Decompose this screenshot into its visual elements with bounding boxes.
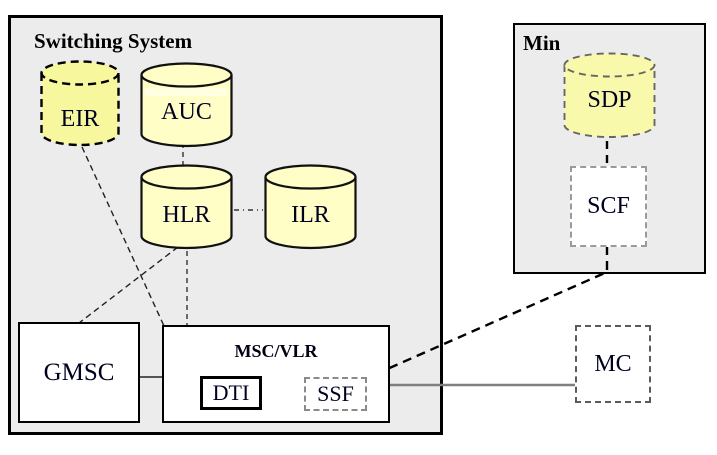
- switching-system-title: Switching System: [34, 29, 193, 53]
- database-cylinder-icon: [264, 164, 357, 250]
- eir-label: EIR: [60, 106, 100, 132]
- ssf-node: SSF: [304, 377, 367, 411]
- sdp-label: SDP: [587, 87, 632, 113]
- auc-label: AUC: [161, 99, 212, 125]
- scf-node: SCF: [570, 166, 647, 247]
- min-region-title: Min: [523, 31, 561, 55]
- gmsc-node: GMSC: [18, 322, 140, 423]
- database-cylinder-icon: [140, 164, 233, 250]
- sdp-node: SDP: [563, 52, 656, 140]
- ilr-label: ILR: [291, 202, 330, 228]
- mc-label: MC: [594, 350, 632, 377]
- scf-label: SCF: [587, 193, 630, 219]
- ssf-label: SSF: [317, 381, 354, 406]
- dti-label: DTI: [212, 380, 250, 405]
- hlr-label: HLR: [162, 202, 211, 228]
- hlr-node: HLR: [140, 164, 233, 251]
- connection-hlr-gmsc: [78, 246, 179, 324]
- gmsc-label: GMSC: [43, 358, 115, 386]
- ilr-node: ILR: [264, 164, 357, 251]
- mc-node: MC: [575, 325, 651, 403]
- eir-node: EIR: [40, 60, 120, 148]
- dti-node: DTI: [200, 376, 262, 410]
- database-cylinder-icon: [563, 52, 656, 138]
- auc-node: AUC: [140, 62, 233, 149]
- connection-scf-ssf: [375, 246, 609, 376]
- database-cylinder-icon: [140, 62, 233, 148]
- connection-eir-mscvlr: [81, 146, 165, 327]
- database-cylinder-icon: [40, 60, 120, 147]
- msc-vlr-label: MSC/VLR: [234, 341, 318, 361]
